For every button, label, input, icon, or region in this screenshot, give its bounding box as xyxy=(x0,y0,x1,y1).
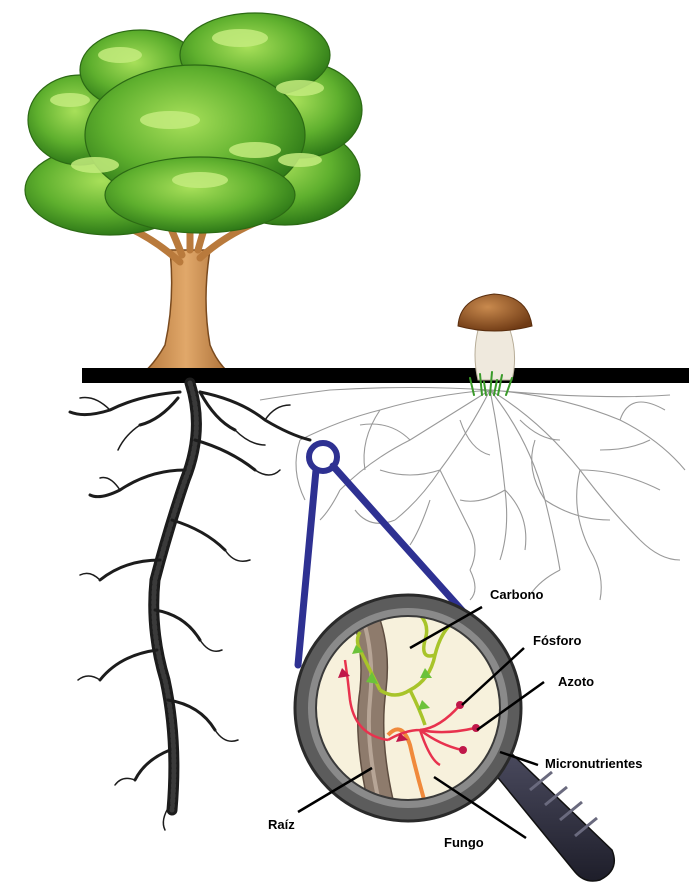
mushroom-stem xyxy=(475,330,515,380)
label-fosforo: Fósforo xyxy=(533,633,581,648)
mushroom-cap xyxy=(458,294,532,331)
label-micronutrientes: Micronutrientes xyxy=(545,756,643,771)
tree xyxy=(25,13,362,382)
label-carbono: Carbono xyxy=(490,587,544,602)
label-azoto: Azoto xyxy=(558,674,594,689)
magnifier-handle xyxy=(490,752,614,881)
zoom-connector-left xyxy=(298,470,316,665)
ground-surface xyxy=(82,368,689,383)
tree-roots xyxy=(70,383,310,830)
mycelium-network xyxy=(260,388,685,601)
magnifier xyxy=(295,443,614,881)
label-fungo: Fungo xyxy=(444,835,484,850)
tree-trunk xyxy=(130,250,242,382)
label-raiz: Raíz xyxy=(268,817,295,832)
